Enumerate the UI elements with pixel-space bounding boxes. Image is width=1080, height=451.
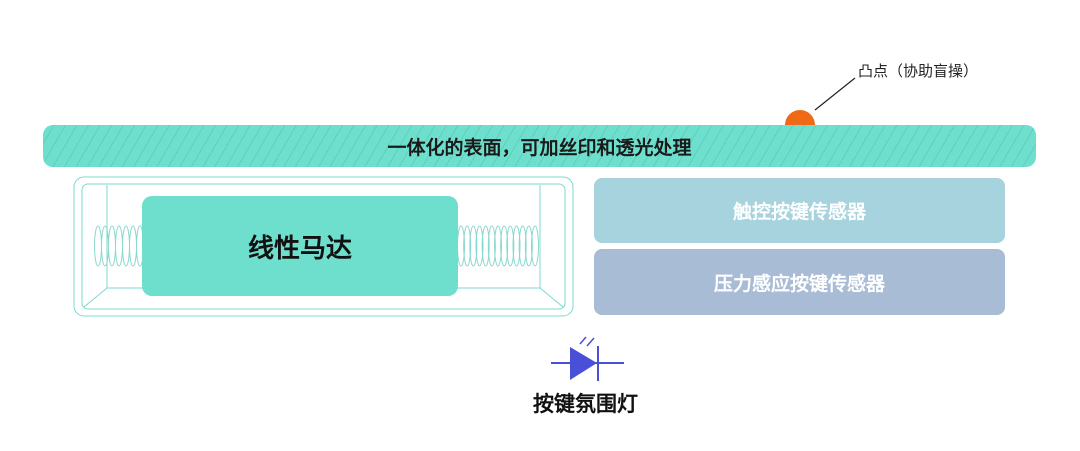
spring-coil <box>518 225 527 267</box>
spring-coil <box>475 225 484 267</box>
pressure-sensor: 压力感应按键传感器 <box>594 249 1005 315</box>
bump-label: 凸点（协助盲操） <box>858 62 979 80</box>
spring-coils <box>94 225 539 267</box>
pressure-sensor-label: 压力感应按键传感器 <box>713 272 885 295</box>
spring-coil <box>469 225 478 267</box>
spring-coil <box>531 225 539 267</box>
surface-label: 一体化的表面，可加丝印和透光处理 <box>387 136 692 159</box>
spring-coil <box>506 225 515 267</box>
touch-sensor: 触控按键传感器 <box>594 178 1005 243</box>
spring-coil <box>512 225 521 267</box>
led-label: 按键氛围灯 <box>533 392 638 416</box>
linear-motor: 线性马达 <box>142 196 458 296</box>
spring-coil <box>129 225 137 267</box>
spring-coil <box>115 225 123 267</box>
spring-coil <box>122 225 130 267</box>
spring-coil <box>463 225 472 267</box>
led-diode-icon <box>551 336 624 381</box>
spring-coil <box>494 225 502 267</box>
integrated-surface: 一体化的表面，可加丝印和透光处理 <box>43 125 1036 167</box>
spring-coil <box>524 225 533 267</box>
spring-coil <box>94 225 102 267</box>
spring-coil <box>500 225 509 267</box>
bump-leader-line <box>814 77 856 111</box>
touch-sensor-label: 触控按键传感器 <box>732 201 866 223</box>
spring-coil <box>108 225 116 267</box>
tactile-bump <box>785 110 815 125</box>
spring-coil <box>481 225 490 267</box>
motor-label: 线性马达 <box>247 233 352 264</box>
spring-coil <box>487 225 496 267</box>
